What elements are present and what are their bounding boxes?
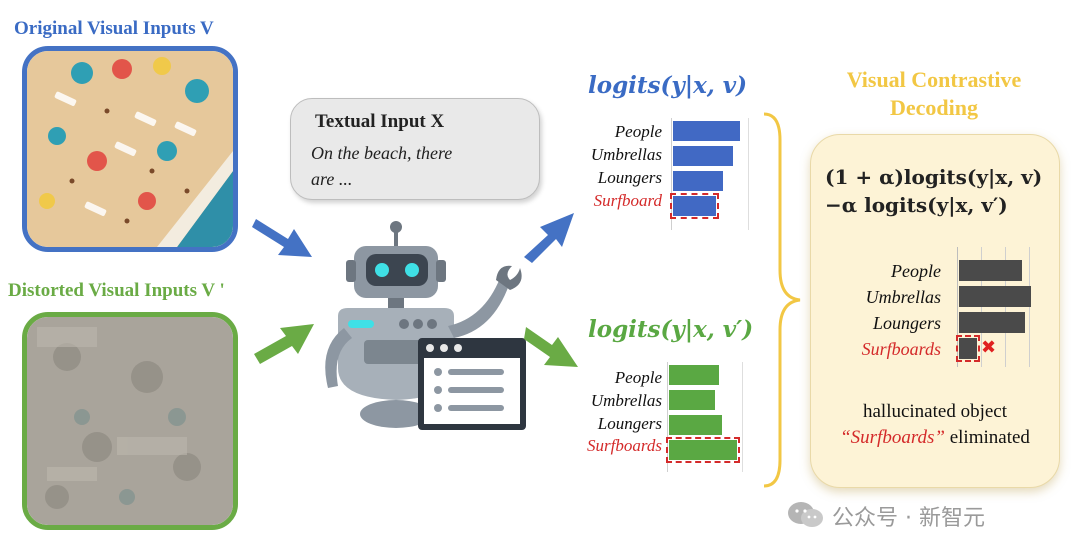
logit-original-bar-people: [673, 121, 740, 141]
original-beach-image: [22, 46, 238, 252]
textual-input-title: Textual Input X: [315, 111, 445, 132]
robot-model-icon: [325, 221, 526, 430]
logits-distorted-title: logits(y|x, v′): [588, 316, 754, 343]
distorted-beach-image: [22, 312, 238, 530]
combine-brace: [763, 112, 801, 488]
wechat-icon: [786, 500, 826, 530]
watermark-text: 公众号 · 新智元: [832, 506, 985, 531]
logit-original-bar-surfboard: [670, 193, 719, 219]
original-inputs-title: Original Visual Inputs V: [14, 18, 214, 39]
distorted-inputs-title: Distorted Visual Inputs V ': [8, 280, 225, 301]
logit-original-label-0: People: [614, 122, 662, 141]
vcd-note-highlight: “Surfboards”: [840, 427, 945, 448]
logit-distorted-bar-surfboards: [666, 437, 740, 463]
logits-original-title: logits(y|x, v): [588, 72, 748, 99]
vcd-bar-people: [959, 260, 1022, 281]
logit-distorted-label-1: Umbrellas: [590, 391, 662, 410]
vcd-label-3: Surfboards: [861, 339, 941, 359]
logit-original-label-2: Loungers: [597, 168, 662, 187]
arrow-original-to-model: [252, 219, 312, 257]
logits-distorted-grid-2: [742, 362, 743, 472]
vcd-note-line2: “Surfboards” eliminated: [811, 427, 1059, 449]
logit-distorted-label-2: Loungers: [597, 414, 662, 433]
logits-distorted-axis: [667, 362, 668, 472]
logit-original-label-3: Surfboard: [593, 191, 662, 210]
vcd-note-eliminated: eliminated: [944, 427, 1030, 448]
textual-input-line1: On the beach, there: [311, 143, 453, 163]
logit-original-bar-loungers: [673, 171, 723, 191]
logits-original-grid-2: [748, 118, 749, 230]
vcd-result-box: (1 + α)logits(y|x, v) −α logits(y|x, v′)…: [810, 134, 1060, 488]
textual-input-line2: are ...: [311, 169, 353, 189]
logit-distorted-bar-people: [669, 365, 719, 385]
vcd-formula-line1: (1 + α)logits(y|x, v): [825, 165, 1043, 189]
logits-original-axis: [671, 118, 672, 230]
vcd-label-1: Umbrellas: [865, 287, 941, 307]
vcd-bar-umbrellas: [959, 286, 1031, 307]
vcd-grid-2: [1005, 247, 1006, 367]
logit-distorted-label-0: People: [614, 368, 662, 387]
textual-input-bubble: Textual Input X On the beach, there are …: [290, 98, 540, 200]
logit-distorted-label-3: Surfboards: [587, 436, 662, 455]
logit-original-label-1: Umbrellas: [590, 145, 662, 164]
vcd-title-line1: Visual Contrastive: [846, 67, 1022, 92]
vcd-bar-surfboards: [956, 335, 980, 362]
vcd-title-line2: Decoding: [890, 95, 978, 120]
vcd-grid-3: [1029, 247, 1030, 367]
eliminated-x-icon: ✖: [981, 337, 997, 358]
vcd-bar-loungers: [959, 312, 1025, 333]
arrow-model-to-original-logits: [524, 213, 574, 263]
arrow-model-to-distorted-logits: [524, 327, 578, 367]
vcd-grid-1: [981, 247, 982, 367]
vcd-label-2: Loungers: [872, 313, 941, 333]
vcd-formula-line2: −α logits(y|x, v′): [825, 193, 1008, 217]
logit-distorted-bar-umbrellas: [669, 390, 715, 410]
vcd-axis: [957, 247, 958, 367]
logit-distorted-bar-loungers: [669, 415, 722, 435]
arrow-distorted-to-model: [254, 324, 314, 364]
vcd-note-line1: hallucinated object: [862, 401, 1008, 422]
logit-original-bar-umbrellas: [673, 146, 733, 166]
vcd-label-0: People: [891, 261, 941, 281]
